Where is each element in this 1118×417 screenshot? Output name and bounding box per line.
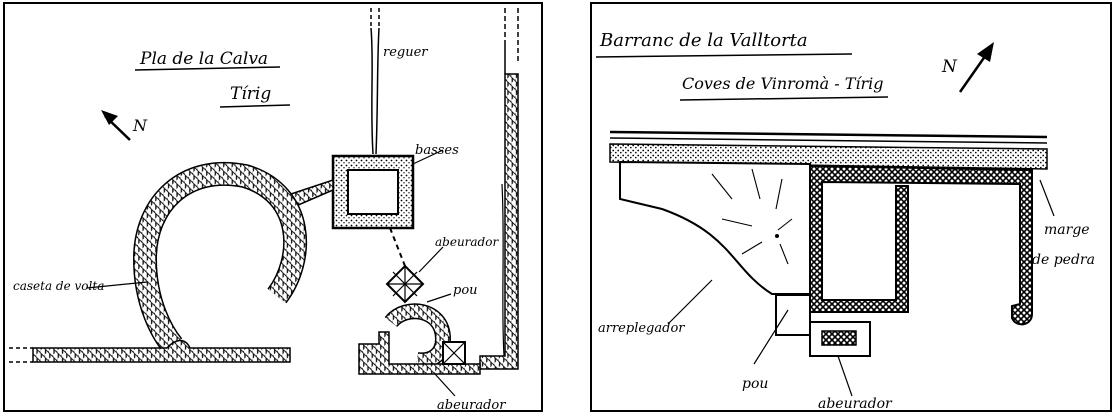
plan-drawing-right: Barranc de la Valltorta Coves de Vinromà… bbox=[595, 30, 1095, 412]
plan-title: Pla de la Calva bbox=[139, 49, 268, 69]
plan-barranc-de-la-valltorta: Barranc de la Valltorta Coves de Vinromà… bbox=[590, 2, 1112, 412]
north-label: N bbox=[132, 116, 148, 135]
abeurador bbox=[809, 321, 871, 357]
label-basses: basses bbox=[415, 143, 459, 158]
north-label-right: N bbox=[941, 57, 958, 77]
label-abeurador-top: abeurador bbox=[435, 235, 499, 249]
abeurador-top bbox=[385, 264, 425, 304]
caseta-de-volta bbox=[132, 161, 308, 354]
label-pou-right: pou bbox=[742, 376, 768, 392]
basses-tank bbox=[331, 154, 415, 230]
pou-well bbox=[384, 303, 452, 369]
label-pou: pou bbox=[453, 283, 478, 298]
label-abeurador-bottom: abeurador bbox=[437, 398, 506, 413]
bottom-wall bbox=[9, 339, 291, 363]
abeurador-bottom bbox=[358, 331, 481, 375]
plan-subtitle-right: Coves de Vinromà - Tírig bbox=[682, 74, 884, 93]
arreplegador bbox=[619, 160, 811, 295]
plan-subtitle: Tírig bbox=[230, 84, 271, 104]
north-arrow-icon bbox=[958, 42, 994, 93]
label-marge-1: marge bbox=[1044, 222, 1090, 238]
label-abeurador-right: abeurador bbox=[818, 396, 893, 412]
label-reguer: reguer bbox=[383, 45, 428, 60]
label-marge-2: de pedra bbox=[1032, 252, 1095, 268]
north-arrow-icon bbox=[101, 110, 131, 141]
plan-drawing-left: Pla de la Calva Tírig N reguer basses ca… bbox=[9, 8, 519, 413]
connecting-channel bbox=[289, 178, 334, 207]
reguer-channel bbox=[370, 8, 380, 155]
plan-title-right: Barranc de la Valltorta bbox=[599, 30, 808, 51]
right-wall bbox=[479, 8, 519, 370]
hatched-walls bbox=[809, 164, 1033, 326]
plan-pla-de-la-calva: Pla de la Calva Tírig N reguer basses ca… bbox=[3, 2, 543, 413]
pou-well bbox=[775, 294, 811, 336]
label-arreplegador: arreplegador bbox=[598, 321, 685, 336]
label-caseta: caseta de volta bbox=[13, 279, 104, 293]
